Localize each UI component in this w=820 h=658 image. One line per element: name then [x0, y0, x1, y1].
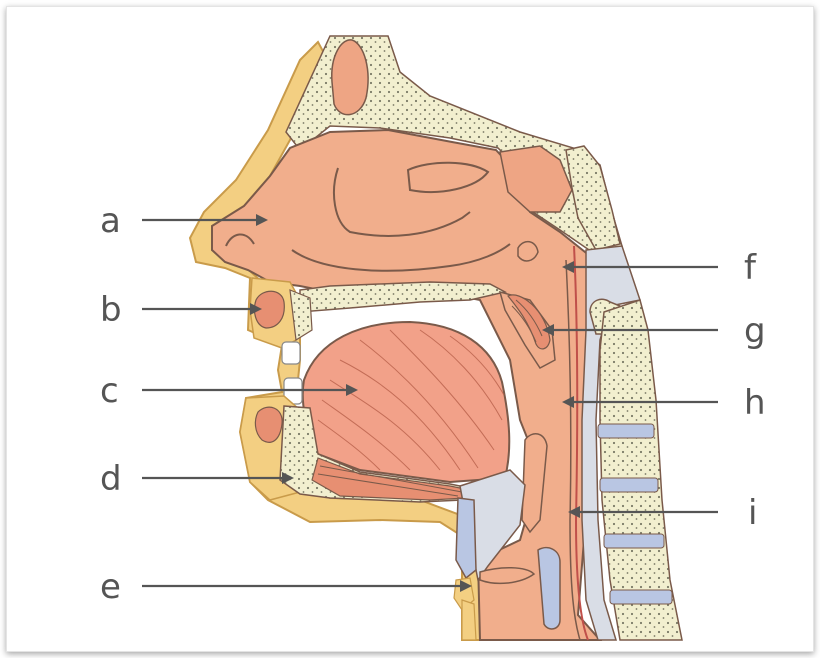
label-h: h [744, 383, 766, 423]
thyroid-cartilage [456, 498, 476, 578]
lower-lip-muscle [255, 407, 282, 442]
upper-incisor [282, 342, 300, 364]
trachea-front [462, 600, 476, 640]
label-e: e [100, 567, 121, 607]
label-a: a [100, 201, 121, 241]
label-i: i [748, 493, 757, 533]
label-c: c [100, 371, 119, 411]
label-b: b [100, 290, 122, 330]
hard-palate [300, 282, 505, 312]
label-f: f [744, 248, 757, 288]
cervical-spine [598, 300, 682, 640]
label-d: d [100, 459, 122, 499]
frontal-sinus [332, 40, 368, 115]
label-g: g [744, 311, 766, 351]
